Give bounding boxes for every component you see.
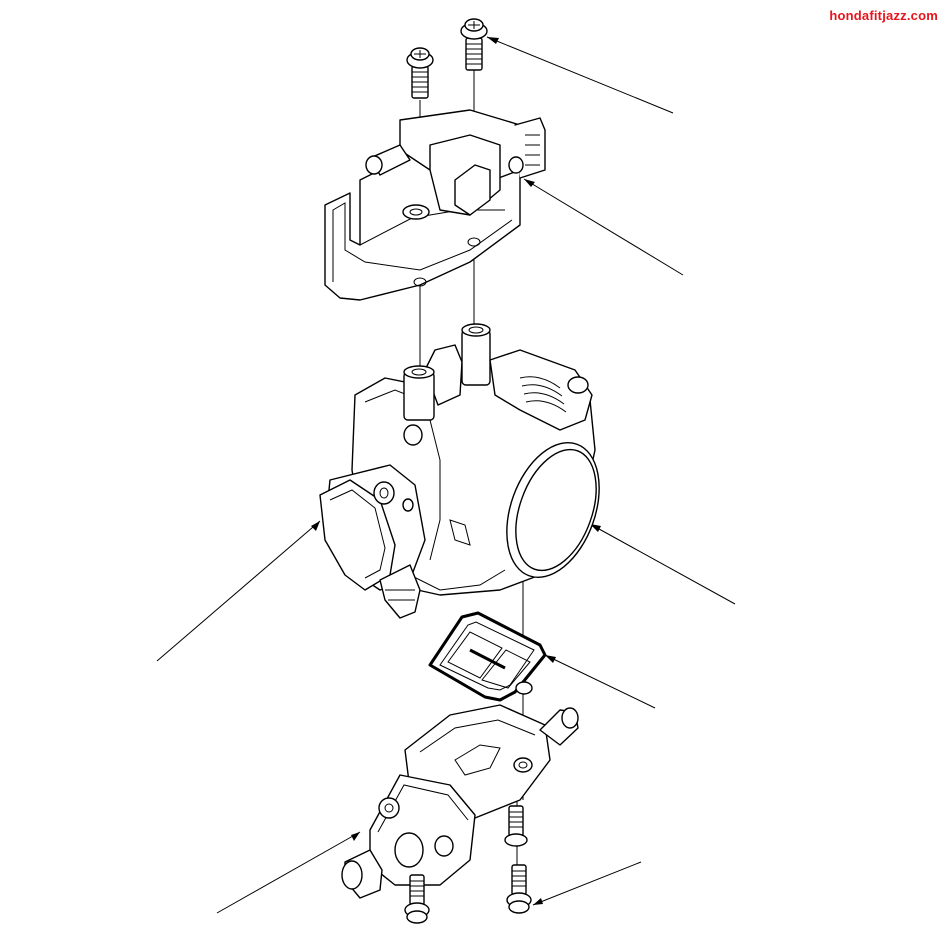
screw-top-left bbox=[406, 47, 434, 99]
screw-bottom-right-upper bbox=[504, 805, 528, 847]
gasket bbox=[428, 611, 547, 702]
screw-top-right bbox=[460, 18, 488, 71]
site-watermark: hondafitjazz.com bbox=[829, 8, 938, 23]
idle-air-control-valve bbox=[341, 681, 579, 899]
screw-bottom-right-lower bbox=[506, 864, 532, 914]
throttle-body bbox=[351, 323, 600, 596]
screw-bottom-left bbox=[404, 874, 430, 924]
bracket-sensor-assembly bbox=[324, 109, 546, 301]
leader-lines bbox=[156, 36, 736, 914]
throttle-position-sensor bbox=[319, 464, 426, 619]
